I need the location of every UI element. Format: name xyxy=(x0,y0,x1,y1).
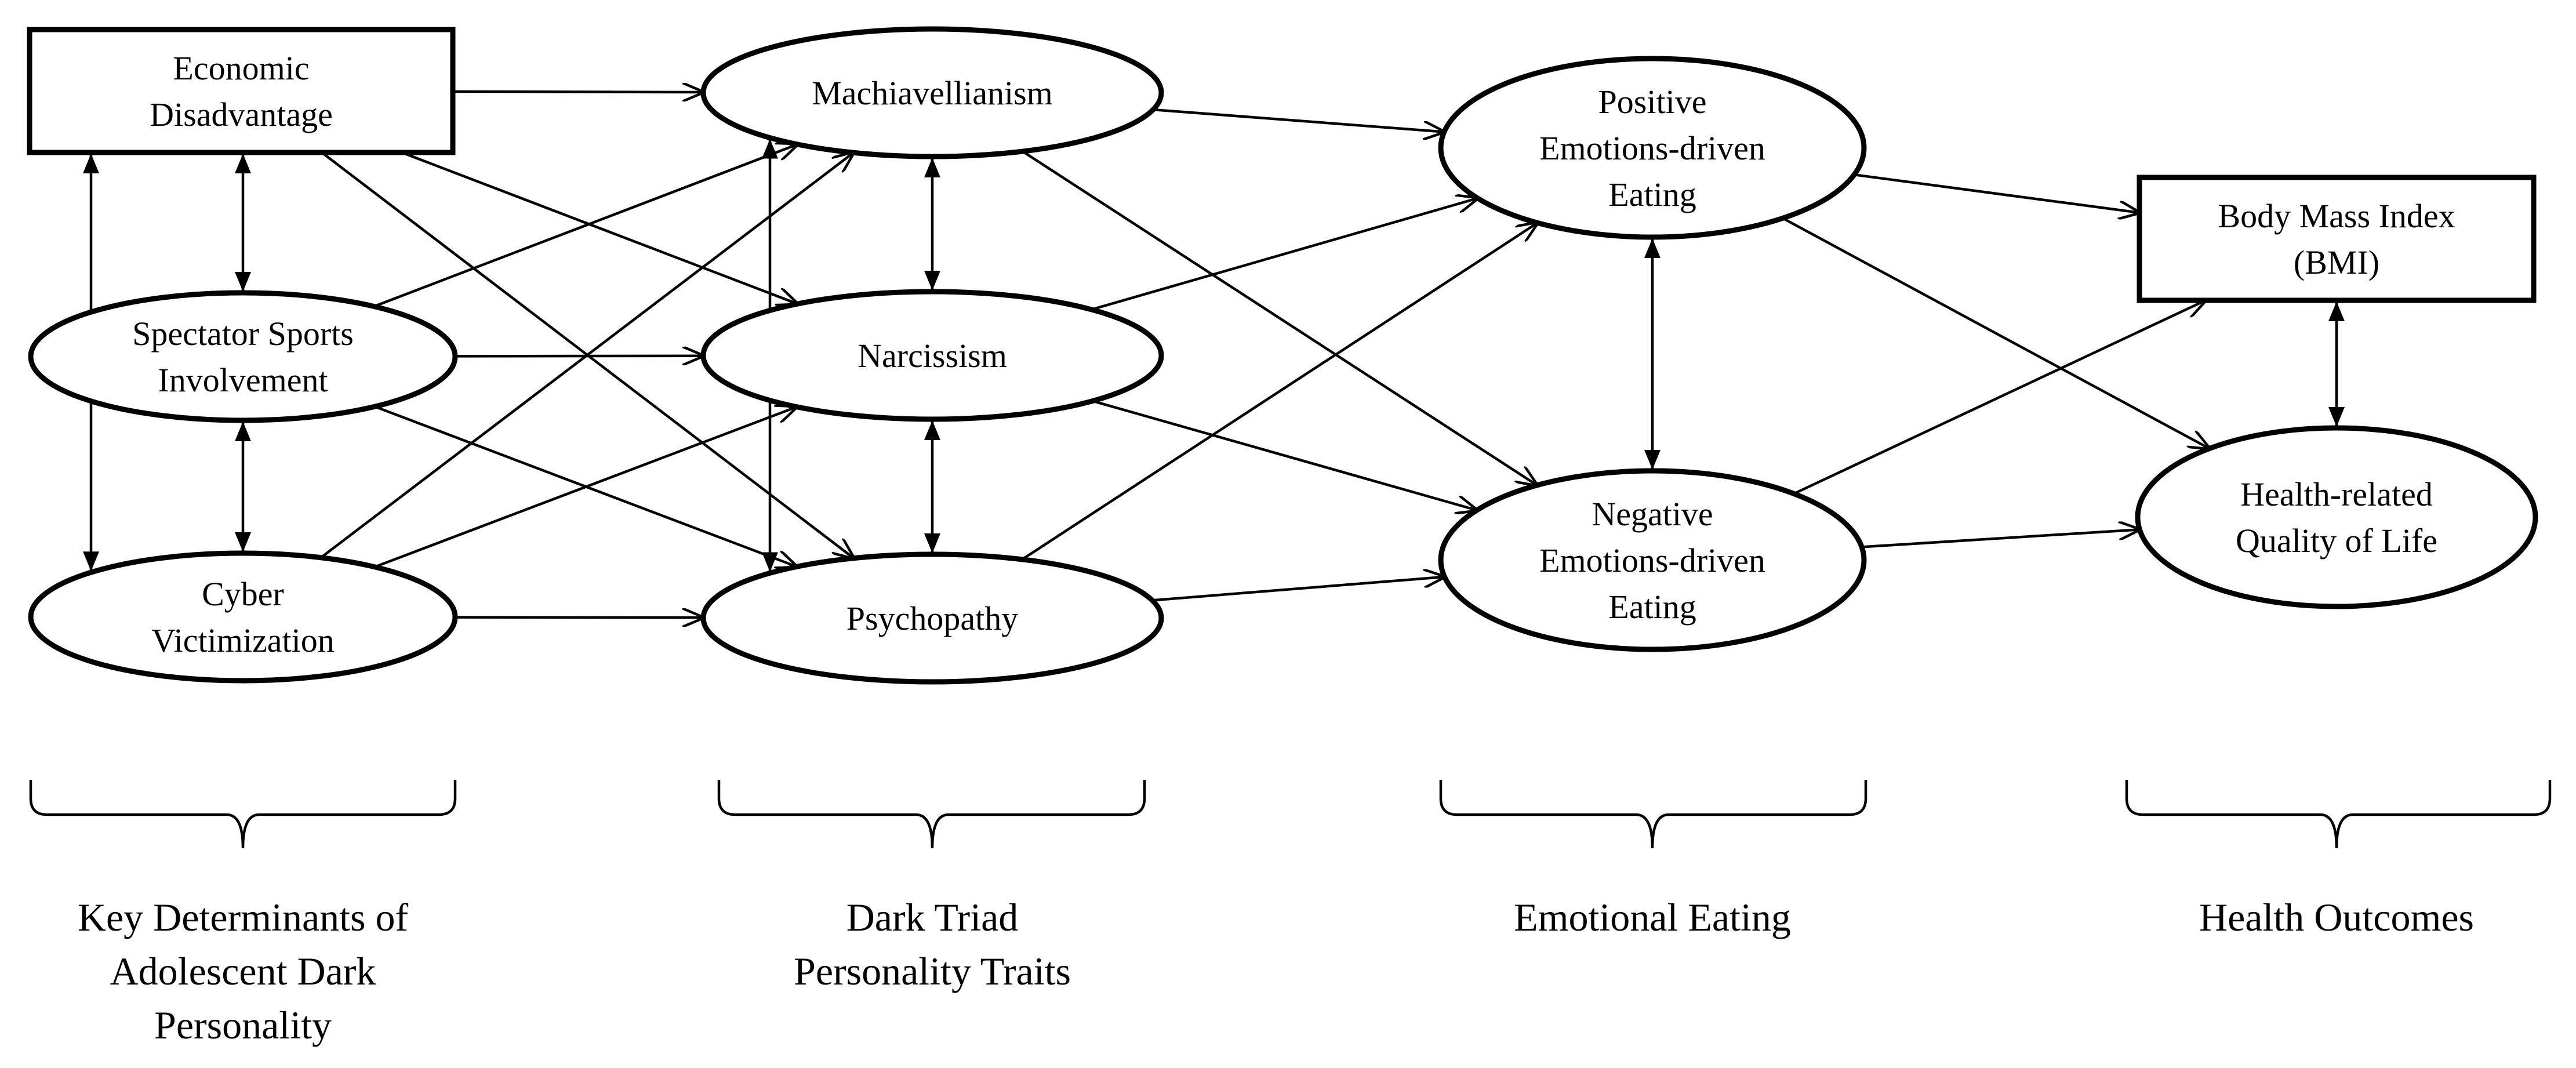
node-shape-spectator-sports xyxy=(28,290,458,423)
node-label-bmi-line-2: (BMI) xyxy=(2294,244,2379,281)
node-shape-economic-disadvantage xyxy=(27,27,456,155)
group-label-dark-triad-line-1: Dark Triad xyxy=(846,895,1019,939)
node-psychopathy: Psychopathy xyxy=(700,551,1164,685)
node-shape-narcissism xyxy=(700,289,1164,422)
path-arrow-psychopathy-to-negative-eating xyxy=(1152,577,1445,602)
node-label-hrqol-line-2: Quality of Life xyxy=(2236,522,2437,560)
node-shape-cyber-victimization xyxy=(28,550,458,684)
path-arrow-negative-eating-to-hrqol xyxy=(1861,529,2139,548)
path-arrow-negative-eating-to-bmi xyxy=(1793,300,2206,495)
path-arrow-machiavellianism-to-negative-eating xyxy=(1022,150,1537,485)
node-label-negative-eating-line-3: Eating xyxy=(1608,588,1696,626)
path-arrow-spectator-sports-to-machiavellianism xyxy=(373,144,798,308)
path-arrow-economic-disadvantage-to-narcissism xyxy=(401,151,797,304)
node-label-positive-eating-line-2: Emotions-driven xyxy=(1539,129,1765,167)
node-label-hrqol-line-1: Health-related xyxy=(2240,475,2433,513)
node-label-bmi-line-1: Body Mass Index xyxy=(2218,197,2455,235)
node-shape-positive-eating xyxy=(1438,56,1867,240)
node-shape-psychopathy xyxy=(700,551,1164,685)
node-shape-machiavellianism xyxy=(700,26,1164,159)
node-label-negative-eating-line-2: Emotions-driven xyxy=(1539,542,1765,579)
node-shape-hrqol xyxy=(2135,425,2538,609)
node-label-narcissism-line-1: Narcissism xyxy=(858,337,1007,375)
node-label-spectator-sports-line-1: Spectator Sports xyxy=(132,315,354,353)
path-arrow-psychopathy-to-positive-eating xyxy=(1021,223,1538,561)
node-label-machiavellianism-line-1: Machiavellianism xyxy=(812,74,1053,112)
group-label-dark-triad-line-2: Personality Traits xyxy=(794,949,1071,993)
path-arrow-narcissism-to-negative-eating xyxy=(1092,399,1477,510)
node-machiavellianism: Machiavellianism xyxy=(700,26,1164,159)
brace-determinants xyxy=(29,780,457,849)
node-label-economic-disadvantage-line-2: Disadvantage xyxy=(150,96,333,133)
node-label-negative-eating-line-1: Negative xyxy=(1592,495,1713,533)
group-label-determinants-line-3: Personality xyxy=(154,1003,332,1047)
group-label-emotional-eating-line-1: Emotional Eating xyxy=(1514,895,1791,939)
path-arrow-cyber-victimization-to-psychopathy xyxy=(455,617,703,618)
path-arrow-cyber-victimization-to-narcissism xyxy=(374,407,797,568)
brace-dark-triad xyxy=(717,780,1146,849)
brace-health-outcomes xyxy=(2125,780,2552,849)
path-arrow-positive-eating-to-bmi xyxy=(1854,173,2139,213)
group-label-health-outcomes-line-1: Health Outcomes xyxy=(2199,895,2474,939)
node-label-positive-eating-line-3: Eating xyxy=(1608,176,1696,213)
path-arrow-spectator-sports-to-narcissism xyxy=(455,356,703,357)
node-bmi: Body Mass Index (BMI) xyxy=(2137,175,2537,303)
node-label-cyber-victimization-line-1: Cyber xyxy=(202,575,284,613)
node-shape-negative-eating xyxy=(1438,468,1867,652)
path-arrow-positive-eating-to-hrqol xyxy=(1782,217,2210,448)
node-narcissism: Narcissism xyxy=(700,289,1164,422)
node-label-economic-disadvantage-line-1: Economic xyxy=(173,49,309,87)
node-label-positive-eating-line-1: Positive xyxy=(1598,83,1707,121)
node-label-spectator-sports-line-2: Involvement xyxy=(158,361,328,399)
group-label-determinants-line-2: Adolescent Dark xyxy=(110,949,376,993)
path-arrow-machiavellianism-to-positive-eating xyxy=(1153,108,1444,132)
node-shape-bmi xyxy=(2137,175,2537,303)
node-label-psychopathy-line-1: Psychopathy xyxy=(846,600,1018,637)
node-label-cyber-victimization-line-2: Victimization xyxy=(151,622,334,659)
path-arrow-narcissism-to-positive-eating xyxy=(1091,198,1478,311)
group-label-determinants-line-1: Key Determinants of xyxy=(78,895,409,939)
brace-emotional-eating xyxy=(1439,780,1867,849)
brace-layer xyxy=(29,780,2552,849)
